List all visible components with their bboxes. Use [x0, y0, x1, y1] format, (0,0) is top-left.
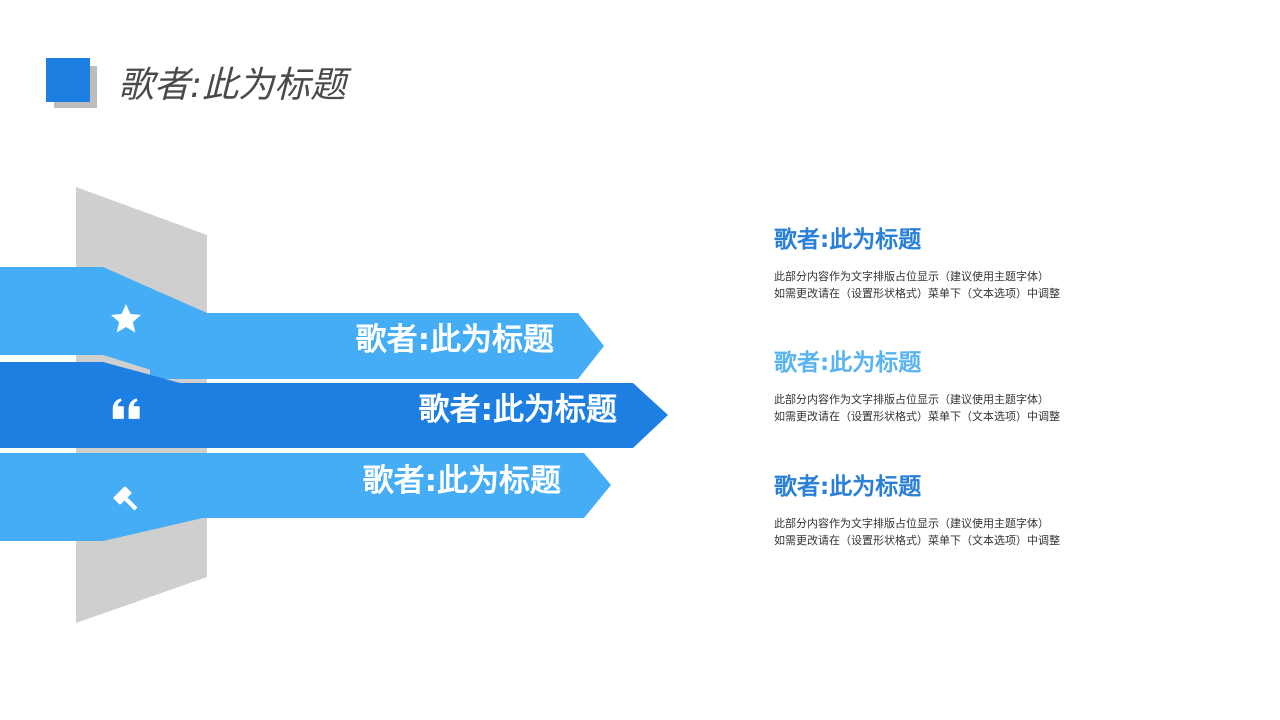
gavel-icon	[107, 480, 147, 520]
item-desc-line: 此部分内容作为文字排版占位显示（建议使用主题字体）	[774, 517, 1049, 530]
item-description: 此部分内容作为文字排版占位显示（建议使用主题字体） 如需更改请在（设置形状格式）…	[774, 268, 1254, 302]
content-item-3: 歌者:此为标题 此部分内容作为文字排版占位显示（建议使用主题字体） 如需更改请在…	[774, 473, 1254, 549]
item-desc-line: 如需更改请在（设置形状格式）菜单下（文本选项）中调整	[774, 410, 1060, 423]
ribbon-1-arrow	[150, 313, 604, 379]
header-accent-square	[46, 58, 90, 102]
star-icon	[106, 299, 146, 339]
item-title: 歌者:此为标题	[774, 474, 922, 500]
quote-icon	[106, 390, 148, 432]
item-description: 此部分内容作为文字排版占位显示（建议使用主题字体） 如需更改请在（设置形状格式）…	[774, 391, 1254, 425]
content-item-1: 歌者:此为标题 此部分内容作为文字排版占位显示（建议使用主题字体） 如需更改请在…	[774, 226, 1254, 302]
content-item-2: 歌者:此为标题 此部分内容作为文字排版占位显示（建议使用主题字体） 如需更改请在…	[774, 349, 1254, 425]
ribbon-graphic	[0, 187, 668, 623]
ribbon-2-label: 歌者:此为标题	[418, 392, 617, 428]
ribbon-3-arrow	[150, 453, 611, 518]
item-desc-line: 此部分内容作为文字排版占位显示（建议使用主题字体）	[774, 393, 1049, 406]
item-title: 歌者:此为标题	[774, 350, 922, 376]
item-title: 歌者:此为标题	[774, 227, 922, 253]
ribbon-3-label: 歌者:此为标题	[362, 463, 561, 499]
page-title: 歌者:此为标题	[118, 65, 347, 106]
item-desc-line: 此部分内容作为文字排版占位显示（建议使用主题字体）	[774, 270, 1049, 283]
item-desc-line: 如需更改请在（设置形状格式）菜单下（文本选项）中调整	[774, 287, 1060, 300]
item-description: 此部分内容作为文字排版占位显示（建议使用主题字体） 如需更改请在（设置形状格式）…	[774, 515, 1254, 549]
item-desc-line: 如需更改请在（设置形状格式）菜单下（文本选项）中调整	[774, 534, 1060, 547]
ribbon-2-arrow	[100, 383, 668, 448]
ribbon-1-label: 歌者:此为标题	[355, 322, 554, 358]
